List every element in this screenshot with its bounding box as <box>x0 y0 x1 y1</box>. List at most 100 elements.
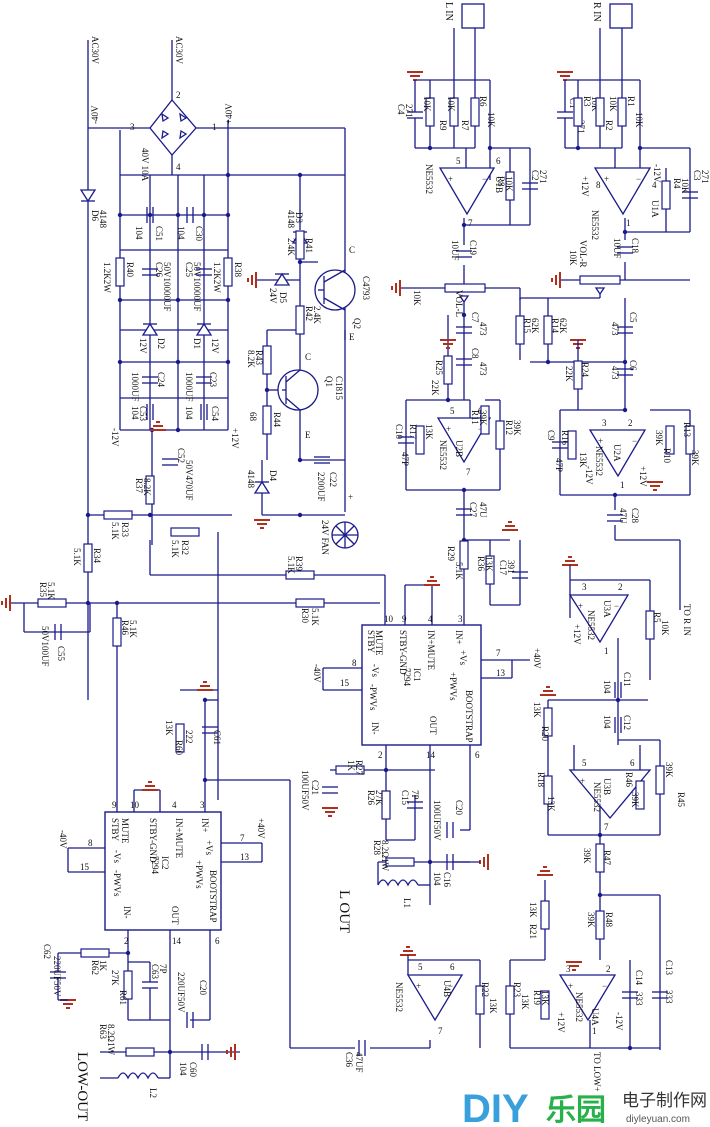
opamp-u3a <box>568 594 630 644</box>
svg-text:104: 104 <box>184 406 194 420</box>
svg-text:62K: 62K <box>530 318 540 334</box>
resistor-r4 <box>661 180 671 210</box>
resistor-r41 <box>295 230 305 260</box>
svg-text:13K: 13K <box>546 796 556 812</box>
svg-text:10: 10 <box>130 800 140 810</box>
svg-text:1: 1 <box>620 480 625 490</box>
svg-text:13K: 13K <box>540 990 550 1006</box>
svg-text:+PWVs: +PWVs <box>194 860 204 889</box>
svg-text:R11: R11 <box>470 410 480 425</box>
svg-text:C3: C3 <box>692 170 702 181</box>
svg-text:IC2: IC2 <box>160 856 170 870</box>
svg-text:C62: C62 <box>42 944 52 959</box>
transistor-q2 <box>314 269 356 311</box>
svg-text:271: 271 <box>538 170 548 184</box>
svg-text:1000UF: 1000UF <box>130 372 140 402</box>
svg-text:NE5532: NE5532 <box>586 610 596 640</box>
svg-text:R3: R3 <box>582 96 592 107</box>
svg-text:C10: C10 <box>394 424 404 440</box>
svg-text:271: 271 <box>404 104 414 118</box>
logo-cn-text: 电子制作网 <box>622 1091 707 1111</box>
jack-l-in <box>461 3 485 29</box>
svg-text:1.2K2W: 1.2K2W <box>212 262 222 293</box>
svg-text:STBY-GND: STBY-GND <box>398 630 408 675</box>
svg-text:U3A: U3A <box>602 600 612 618</box>
svg-text:2: 2 <box>618 582 623 592</box>
right-input-stage: R IN C1 271 R3 10K R2 10K R1 10K +− U1A … <box>543 2 710 636</box>
resistor-r25 <box>443 355 453 385</box>
svg-text:R16: R16 <box>560 430 570 446</box>
ac-input-right-label: AC30V <box>174 36 184 65</box>
svg-text:14: 14 <box>172 936 182 946</box>
resistor-r12 <box>495 420 505 450</box>
svg-text:-12V: -12V <box>584 466 594 485</box>
svg-text:MUTE: MUTE <box>374 630 384 656</box>
svg-text:12V: 12V <box>138 338 148 354</box>
transistor-q1 <box>277 369 319 411</box>
l-out-label: L OUT <box>336 890 352 933</box>
svg-text:7294: 7294 <box>150 856 160 875</box>
svg-text:+12V: +12V <box>572 624 582 645</box>
svg-text:104: 104 <box>176 226 186 240</box>
ic1-output-network: 100UF50V C21 1K R27 R26 27K C15 7P 100UF… <box>300 760 489 933</box>
svg-text:39K: 39K <box>690 450 700 466</box>
svg-text:+12V: +12V <box>638 466 648 487</box>
svg-text:R41: R41 <box>304 238 314 253</box>
svg-text:C4793: C4793 <box>361 276 371 301</box>
ic2-network: 13K R60 222 C61 C62 220UF50V R62 1K 27K … <box>42 720 366 1121</box>
svg-text:7294: 7294 <box>402 668 412 687</box>
svg-text:13K: 13K <box>424 424 434 440</box>
svg-text:D6: D6 <box>90 210 100 221</box>
svg-text:-12V: -12V <box>614 1012 624 1031</box>
svg-text:24V: 24V <box>268 288 278 304</box>
junction-dots <box>85 145 643 1055</box>
to-r-in-label: TO R IN <box>682 604 692 636</box>
svg-text:3: 3 <box>200 800 205 810</box>
svg-text:10K: 10K <box>680 178 690 194</box>
svg-text:47U: 47U <box>478 502 488 518</box>
potentiometer-vol-l[interactable] <box>444 283 486 293</box>
svg-text:R35: R35 <box>38 582 48 598</box>
cap-c63 <box>141 981 159 989</box>
svg-text:C16: C16 <box>442 872 452 888</box>
svg-text:+: + <box>598 436 603 446</box>
svg-text:C1: C1 <box>568 98 578 109</box>
svg-text:10UF: 10UF <box>450 240 460 261</box>
svg-text:C21: C21 <box>310 780 320 795</box>
svg-text:R2: R2 <box>604 120 614 131</box>
svg-text:10K: 10K <box>568 250 578 266</box>
svg-text:4: 4 <box>172 800 177 810</box>
svg-text:BOOTSTRAP: BOOTSTRAP <box>464 690 474 743</box>
svg-text:U4B: U4B <box>442 980 452 997</box>
potentiometer-vol-r[interactable] <box>579 275 621 285</box>
svg-text:R61: R61 <box>118 990 128 1005</box>
svg-text:10: 10 <box>384 614 394 624</box>
svg-text:STBY-GND: STBY-GND <box>148 818 158 863</box>
svg-text:2: 2 <box>628 418 633 428</box>
svg-text:7: 7 <box>604 822 609 832</box>
svg-text:U1A: U1A <box>650 200 660 218</box>
svg-text:R33: R33 <box>120 522 130 538</box>
svg-text:NE5532: NE5532 <box>592 782 602 812</box>
svg-text:104: 104 <box>432 872 442 886</box>
svg-text:R10: R10 <box>662 448 672 464</box>
svg-text:+: + <box>578 601 583 611</box>
svg-text:C13: C13 <box>664 960 674 976</box>
svg-text:−: − <box>636 174 641 184</box>
svg-text:27K: 27K <box>374 790 384 806</box>
cap-c21 <box>321 786 339 794</box>
svg-text:4148: 4148 <box>286 210 296 229</box>
svg-text:R14: R14 <box>550 318 560 334</box>
svg-text:R62: R62 <box>90 960 100 975</box>
svg-text:3: 3 <box>602 418 607 428</box>
svg-text:220UF50V: 220UF50V <box>176 972 186 1013</box>
svg-text:39K: 39K <box>586 912 596 928</box>
svg-text:+12V: +12V <box>230 428 240 449</box>
svg-text:5.1K: 5.1K <box>46 582 56 600</box>
svg-text:C20: C20 <box>198 980 208 996</box>
svg-text:R44: R44 <box>272 412 282 428</box>
svg-text:391: 391 <box>506 560 516 574</box>
